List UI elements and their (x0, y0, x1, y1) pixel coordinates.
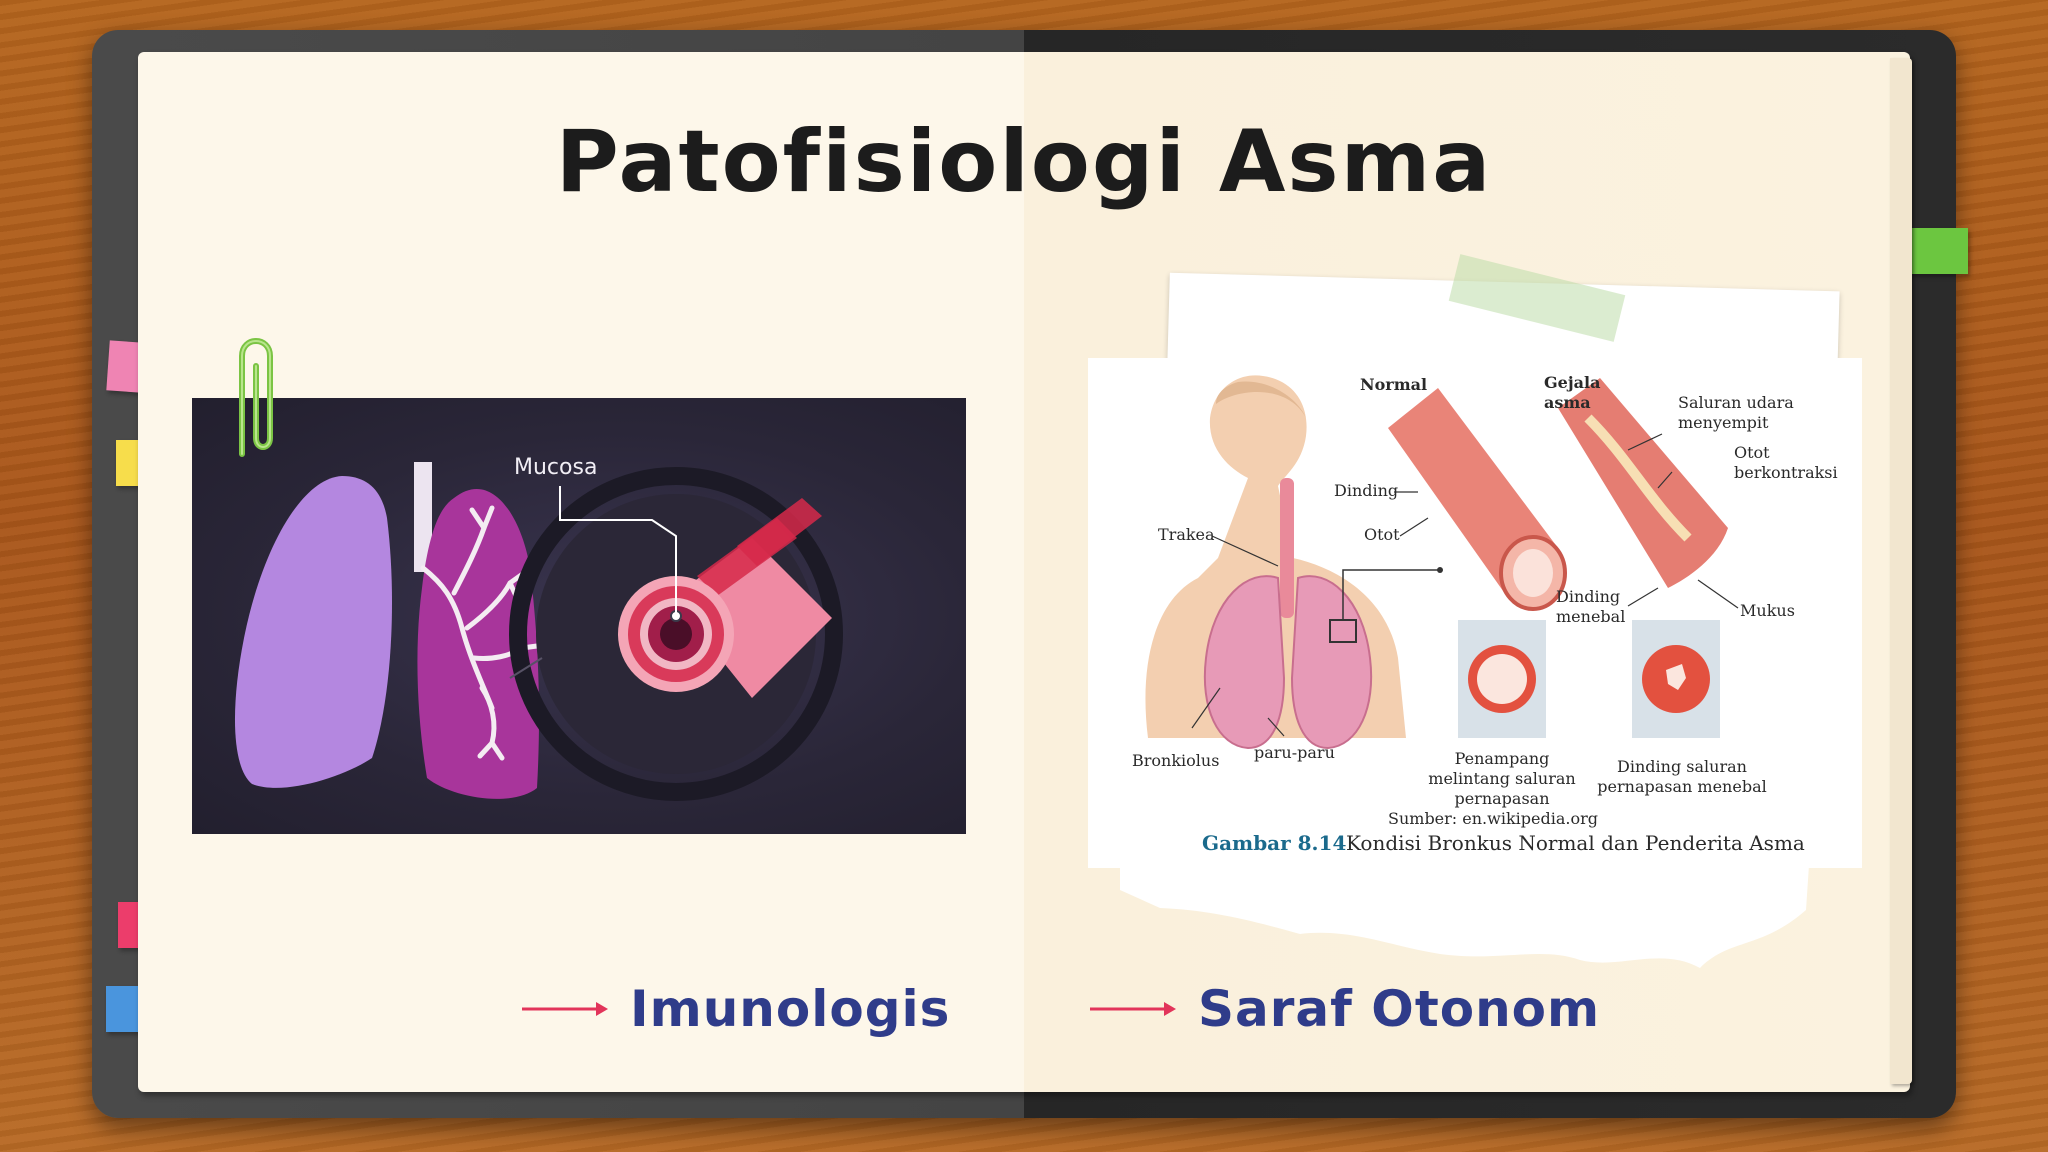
trachea-diagram (1280, 478, 1294, 618)
airway-stripe-2 (737, 498, 822, 566)
asthma-mucus-stripe (1584, 414, 1692, 542)
lung-illustration: Mucosa (192, 398, 966, 834)
label-paru-paru: paru-paru (1254, 743, 1335, 762)
cross-section-asthma-lumen (1666, 664, 1686, 690)
label-otot-kontraksi-1: Otot (1734, 443, 1770, 462)
mucosa-leader-line (559, 486, 677, 616)
label-dinding-menebal-1: Dinding (1556, 587, 1620, 606)
normal-bronchus-lumen (1513, 549, 1553, 597)
slide-title: Patofisiologi Asma (555, 112, 1493, 212)
lung-illustration-svg: Mucosa (234, 455, 843, 801)
airway-lumen (660, 618, 692, 650)
label-gejala-1: Gejala (1544, 373, 1600, 392)
bullet-saraf-otonom: Saraf Otonom (1088, 974, 1600, 1044)
label-dinding-saluran-2: pernapasan menebal (1597, 777, 1766, 796)
hair-shape (1216, 381, 1306, 418)
zoom-leader (1342, 569, 1440, 620)
label-bronkiolus: Bronkiolus (1132, 751, 1219, 770)
label-dinding: Dinding (1334, 481, 1398, 500)
label-penampang-3: pernapasan (1454, 789, 1549, 808)
bronchus-diagram: Normal Gejala asma Dinding Trakea Otot B… (1088, 358, 1862, 868)
figure-caption-label: Gambar 8.14 (1202, 831, 1346, 855)
label-saluran-2: menyempit (1678, 413, 1769, 432)
torn-paper-edge (1120, 850, 1810, 968)
mucosa-label: Mucosa (514, 455, 597, 480)
trachea-shape (414, 462, 432, 572)
label-otot-kontraksi-2: berkontraksi (1734, 463, 1838, 482)
right-lung-shape (417, 488, 540, 799)
bronchus-diagram-svg: Normal Gejala asma Dinding Trakea Otot B… (1132, 373, 1838, 855)
label-penampang-1: Penampang (1455, 749, 1550, 768)
arrow-right-icon (1090, 1002, 1176, 1016)
arrow-right-icon (522, 1002, 608, 1016)
label-penampang-2: melintang saluran (1428, 769, 1575, 788)
bronchial-tree (420, 505, 540, 761)
label-dinding-saluran-1: Dinding saluran (1617, 757, 1747, 776)
figure-caption-text: Kondisi Bronkus Normal dan Penderita Asm… (1346, 831, 1805, 855)
label-mukus: Mukus (1740, 601, 1795, 620)
bullet-label: Imunologis (630, 980, 951, 1038)
cross-section-normal-lumen (1477, 654, 1527, 704)
left-lung-shape (234, 476, 392, 788)
label-saluran-1: Saluran udara (1678, 393, 1794, 412)
paperclip-icon (239, 338, 273, 457)
label-trakea: Trakea (1158, 525, 1215, 544)
page-edge (1890, 58, 1912, 1084)
label-sumber: Sumber: en.wikipedia.org (1388, 809, 1598, 828)
label-gejala-2: asma (1544, 393, 1591, 412)
label-normal: Normal (1360, 375, 1427, 394)
zoom-leader-dot (1437, 567, 1443, 573)
magnifier-ring (509, 467, 843, 801)
bullet-imunologis: Imunologis (520, 974, 950, 1044)
label-otot: Otot (1364, 525, 1400, 544)
zoom-line (509, 657, 543, 679)
bullet-label: Saraf Otonom (1198, 980, 1601, 1038)
label-dinding-menebal-2: menebal (1556, 607, 1625, 626)
label-leaders (1191, 433, 1739, 737)
